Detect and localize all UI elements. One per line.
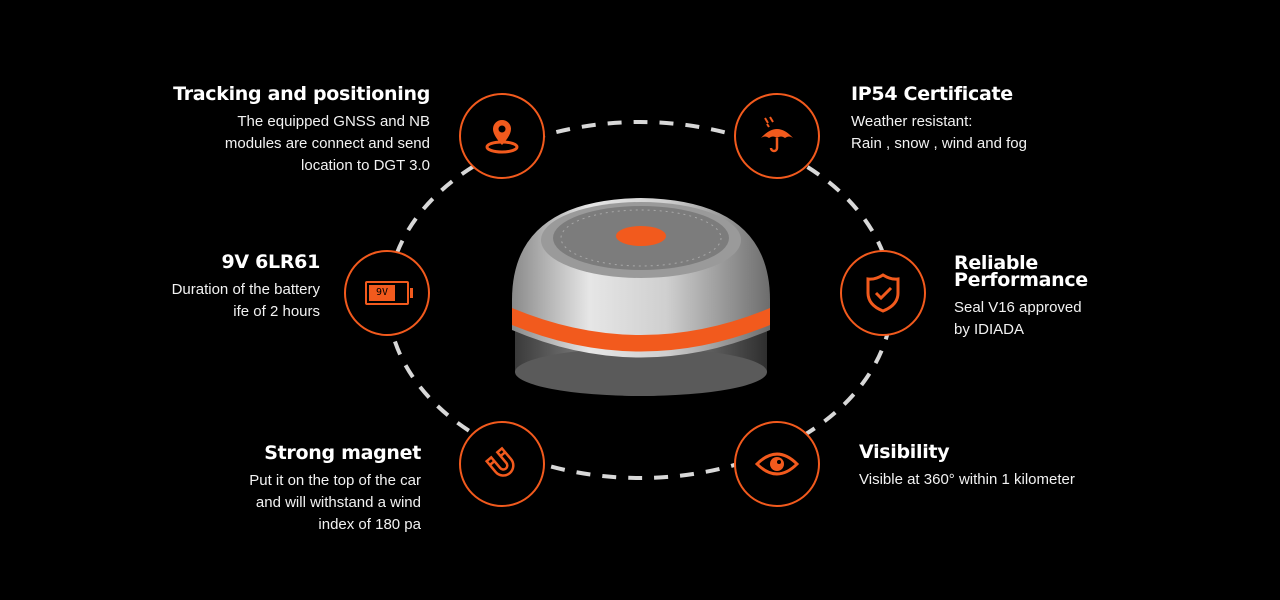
feature-tracking: Tracking and positioning The equipped GN…	[173, 83, 430, 177]
magnet-icon	[459, 421, 545, 507]
battery-icon: 9V	[344, 250, 430, 336]
v16-beacon-device	[512, 198, 770, 396]
feature-battery: 9V 6LR61 Duration of the battery ife of …	[171, 251, 321, 323]
feature-title: 9V 6LR61	[221, 251, 320, 273]
feature-ip54: IP54 Certificate Weather resistant: Rain…	[851, 83, 1027, 155]
feature-line: index of 180 pa	[318, 516, 421, 533]
battery-label: 9V	[369, 285, 395, 301]
feature-line: Rain , snow , wind and fog	[851, 135, 1027, 152]
location-pin-icon	[459, 93, 545, 179]
feature-line: modules are connect and send	[224, 135, 430, 152]
feature-line: Visible at 360° within 1 kilometer	[859, 471, 1075, 488]
feature-line: Weather resistant:	[851, 113, 973, 130]
feature-title: Visibility	[859, 441, 950, 463]
feature-line: Duration of the battery	[171, 281, 320, 298]
feature-title-line: Performance	[954, 269, 1088, 291]
feature-title: Strong magnet	[264, 442, 421, 464]
eye-icon	[734, 421, 820, 507]
feature-line: location to DGT 3.0	[301, 157, 430, 174]
feature-magnet: Strong magnet Put it on the top of the c…	[249, 442, 421, 536]
shield-check-icon	[840, 250, 926, 336]
umbrella-rain-icon	[734, 93, 820, 179]
feature-line: by IDIADA	[954, 321, 1025, 338]
feature-title: Tracking and positioning	[173, 83, 430, 105]
feature-line: ife of 2 hours	[233, 303, 320, 320]
feature-line: and will withstand a wind	[255, 494, 421, 511]
feature-title-line: Reliable	[954, 252, 1038, 274]
feature-visibility: Visibility Visible at 360° within 1 kilo…	[859, 441, 1075, 491]
feature-line: Put it on the top of the car	[249, 472, 421, 489]
feature-title: IP54 Certificate	[851, 83, 1013, 105]
feature-line: Seal V16 approved	[954, 299, 1082, 316]
feature-line: The equipped GNSS and NB	[237, 113, 430, 130]
